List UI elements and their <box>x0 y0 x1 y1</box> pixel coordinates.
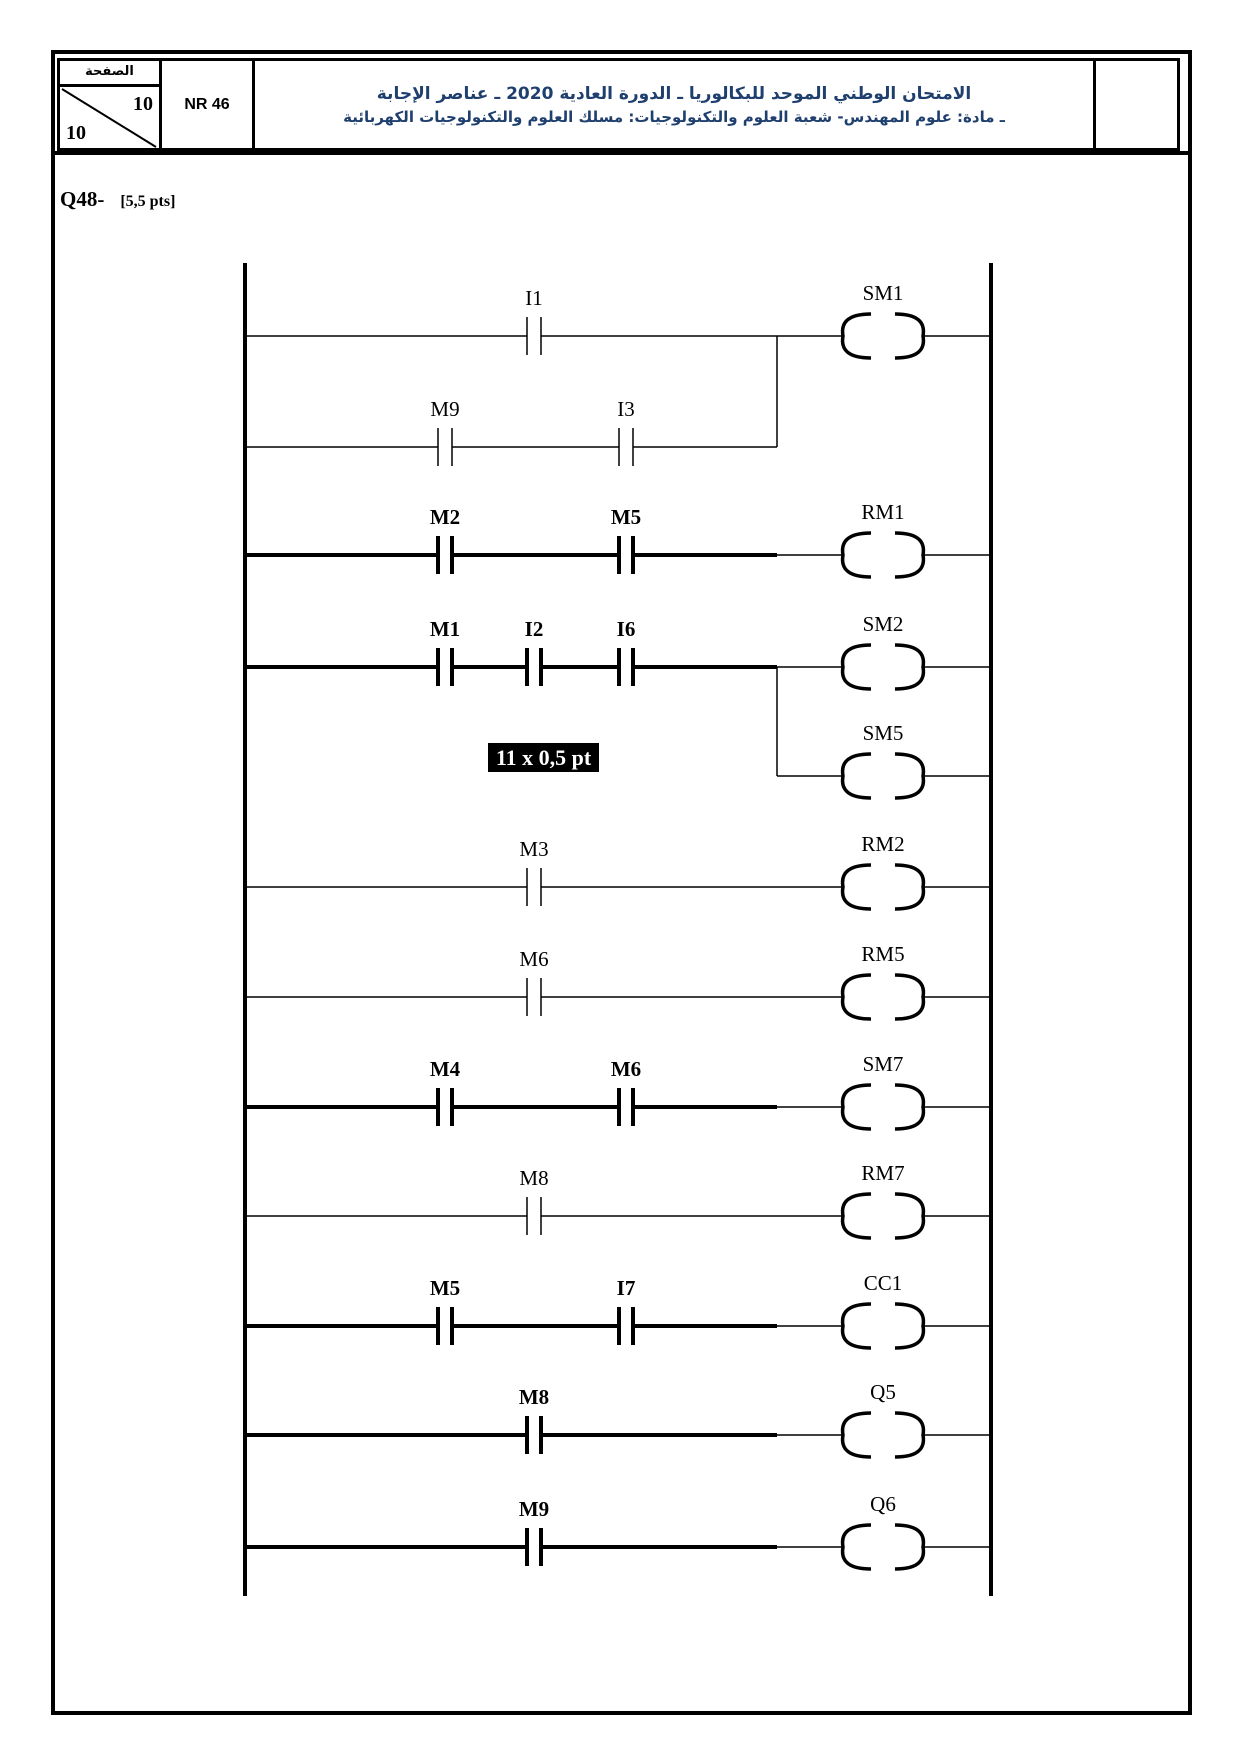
coil <box>840 1411 926 1459</box>
coil-left-arc <box>840 752 872 800</box>
coil-label: Q6 <box>870 1492 896 1516</box>
question-heading: Q48- [5,5 pts] <box>60 187 175 212</box>
coil-right-arc <box>894 1083 926 1131</box>
contact-label: M2 <box>430 505 460 529</box>
coil <box>840 752 926 800</box>
coil-right-arc <box>894 531 926 579</box>
coil-left-arc <box>840 1083 872 1131</box>
coil <box>840 1302 926 1350</box>
coil-left-arc <box>840 312 872 360</box>
exam-header: الصفحة 10 10 NR 46 الامتحان الوطني الموح… <box>57 58 1180 151</box>
coil-left-arc <box>840 1192 872 1240</box>
coil-left-arc <box>840 973 872 1021</box>
coil-left-arc <box>840 1302 872 1350</box>
coil-right-arc <box>894 1192 926 1240</box>
coil-left-arc <box>840 1523 872 1571</box>
coil <box>840 1523 926 1571</box>
coil-left-arc <box>840 863 872 911</box>
coil-left-arc <box>840 643 872 691</box>
coil-label: SM1 <box>863 281 904 305</box>
coil-label: SM2 <box>863 612 904 636</box>
contact-label: M5 <box>430 1276 460 1300</box>
question-points: [5,5 pts] <box>120 193 176 210</box>
contact-label: I3 <box>617 397 635 421</box>
exam-code: NR 46 <box>162 61 255 148</box>
page-fraction: 10 10 <box>60 87 159 148</box>
contact-label: I2 <box>525 617 544 641</box>
coil <box>840 973 926 1021</box>
contact-label: I7 <box>617 1276 636 1300</box>
coil-left-arc <box>840 531 872 579</box>
coil-label: Q5 <box>870 1380 896 1404</box>
coil-right-arc <box>894 1302 926 1350</box>
question-number: Q48- <box>60 187 105 211</box>
coil-label: SM5 <box>863 721 904 745</box>
coil <box>840 312 926 360</box>
coil-left-arc <box>840 1411 872 1459</box>
coil-right-arc <box>894 752 926 800</box>
scoring-badge: 11 x 0,5 pt <box>488 743 599 772</box>
coil-label: RM1 <box>861 500 904 524</box>
title-line-1: الامتحان الوطني الموحد للبكالوريا ـ الدو… <box>376 83 972 104</box>
page-current: 10 <box>133 93 153 115</box>
coil-label: SM7 <box>863 1052 904 1076</box>
coil-right-arc <box>894 863 926 911</box>
coil <box>840 1083 926 1131</box>
coil-right-arc <box>894 973 926 1021</box>
contact-label: M5 <box>611 505 641 529</box>
coil <box>840 863 926 911</box>
contact-label: M6 <box>519 947 548 971</box>
contact-label: M9 <box>519 1497 549 1521</box>
contact-label: M9 <box>430 397 459 421</box>
coil <box>840 531 926 579</box>
contact-label: M4 <box>430 1057 461 1081</box>
coil-label: RM7 <box>861 1161 904 1185</box>
coil-right-arc <box>894 1411 926 1459</box>
coil <box>840 1192 926 1240</box>
page-frame <box>51 50 1192 1715</box>
coil <box>840 643 926 691</box>
fraction-diagonal <box>61 88 157 148</box>
coil-label: CC1 <box>864 1271 903 1295</box>
title-line-2: ـ مادة: علوم المهندس- شعبة العلوم والتكن… <box>343 107 1005 126</box>
coil-right-arc <box>894 643 926 691</box>
exam-title: الامتحان الوطني الموحد للبكالوريا ـ الدو… <box>255 61 1096 148</box>
contact-label: I1 <box>525 286 543 310</box>
contact-label: M3 <box>519 837 548 861</box>
coil-label: RM2 <box>861 832 904 856</box>
header-divider <box>51 151 1188 155</box>
contact-label: M6 <box>611 1057 641 1081</box>
coil-right-arc <box>894 312 926 360</box>
page-indicator: الصفحة 10 10 <box>60 61 162 148</box>
coil-right-arc <box>894 1523 926 1571</box>
contact-label: M8 <box>519 1166 548 1190</box>
page-label: الصفحة <box>60 61 159 87</box>
page-total: 10 <box>66 122 86 144</box>
contact-label: M1 <box>430 617 460 641</box>
coil-label: RM5 <box>861 942 904 966</box>
contact-label: M8 <box>519 1385 549 1409</box>
contact-label: I6 <box>617 617 636 641</box>
